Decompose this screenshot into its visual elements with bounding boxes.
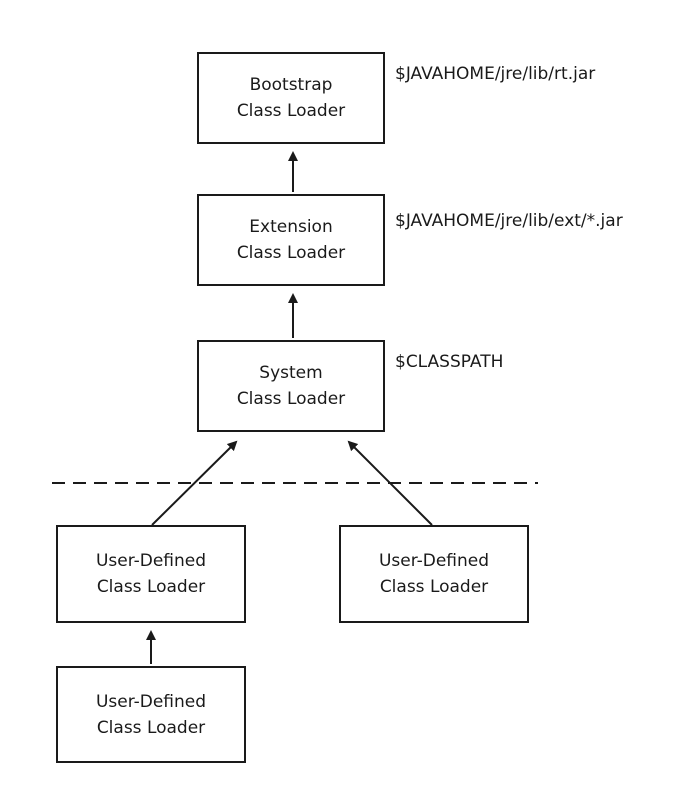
user-defined-class-loader-left-box: User-Defined Class Loader — [56, 525, 246, 623]
system-path-label: $CLASSPATH — [395, 352, 504, 372]
bootstrap-class-loader-box: Bootstrap Class Loader — [197, 52, 385, 144]
user-defined-class-loader-right-box: User-Defined Class Loader — [339, 525, 529, 623]
user-bottom-label-line2: Class Loader — [96, 717, 206, 738]
extension-label-line1: Extension — [249, 217, 333, 237]
arrow-user-left-to-system — [151, 440, 238, 526]
extension-path-label: $JAVAHOME/jre/lib/ext/*.jar — [395, 211, 623, 231]
extension-class-loader-box: Extension Class Loader — [197, 194, 385, 286]
bootstrap-label-line2: Class Loader — [236, 101, 346, 121]
extension-label-line2: Class Loader — [236, 243, 346, 263]
system-class-loader-box: System Class Loader — [197, 340, 385, 432]
user-left-label-line1: User-Defined — [95, 551, 207, 571]
user-right-label-line1: User-Defined — [378, 551, 490, 571]
bootstrap-path-label: $JAVAHOME/jre/lib/rt.jar — [395, 64, 596, 84]
user-bottom-label-line1: User-Defined — [95, 691, 207, 712]
arrow-user-right-to-system — [347, 440, 433, 526]
bootstrap-label-line1: Bootstrap — [249, 75, 333, 95]
user-left-label-line2: Class Loader — [96, 577, 206, 597]
system-label-line2: Class Loader — [236, 389, 346, 409]
user-defined-class-loader-bottom-box: User-Defined Class Loader — [56, 666, 246, 763]
user-right-label-line2: Class Loader — [379, 577, 489, 597]
system-label-line1: System — [259, 363, 323, 383]
